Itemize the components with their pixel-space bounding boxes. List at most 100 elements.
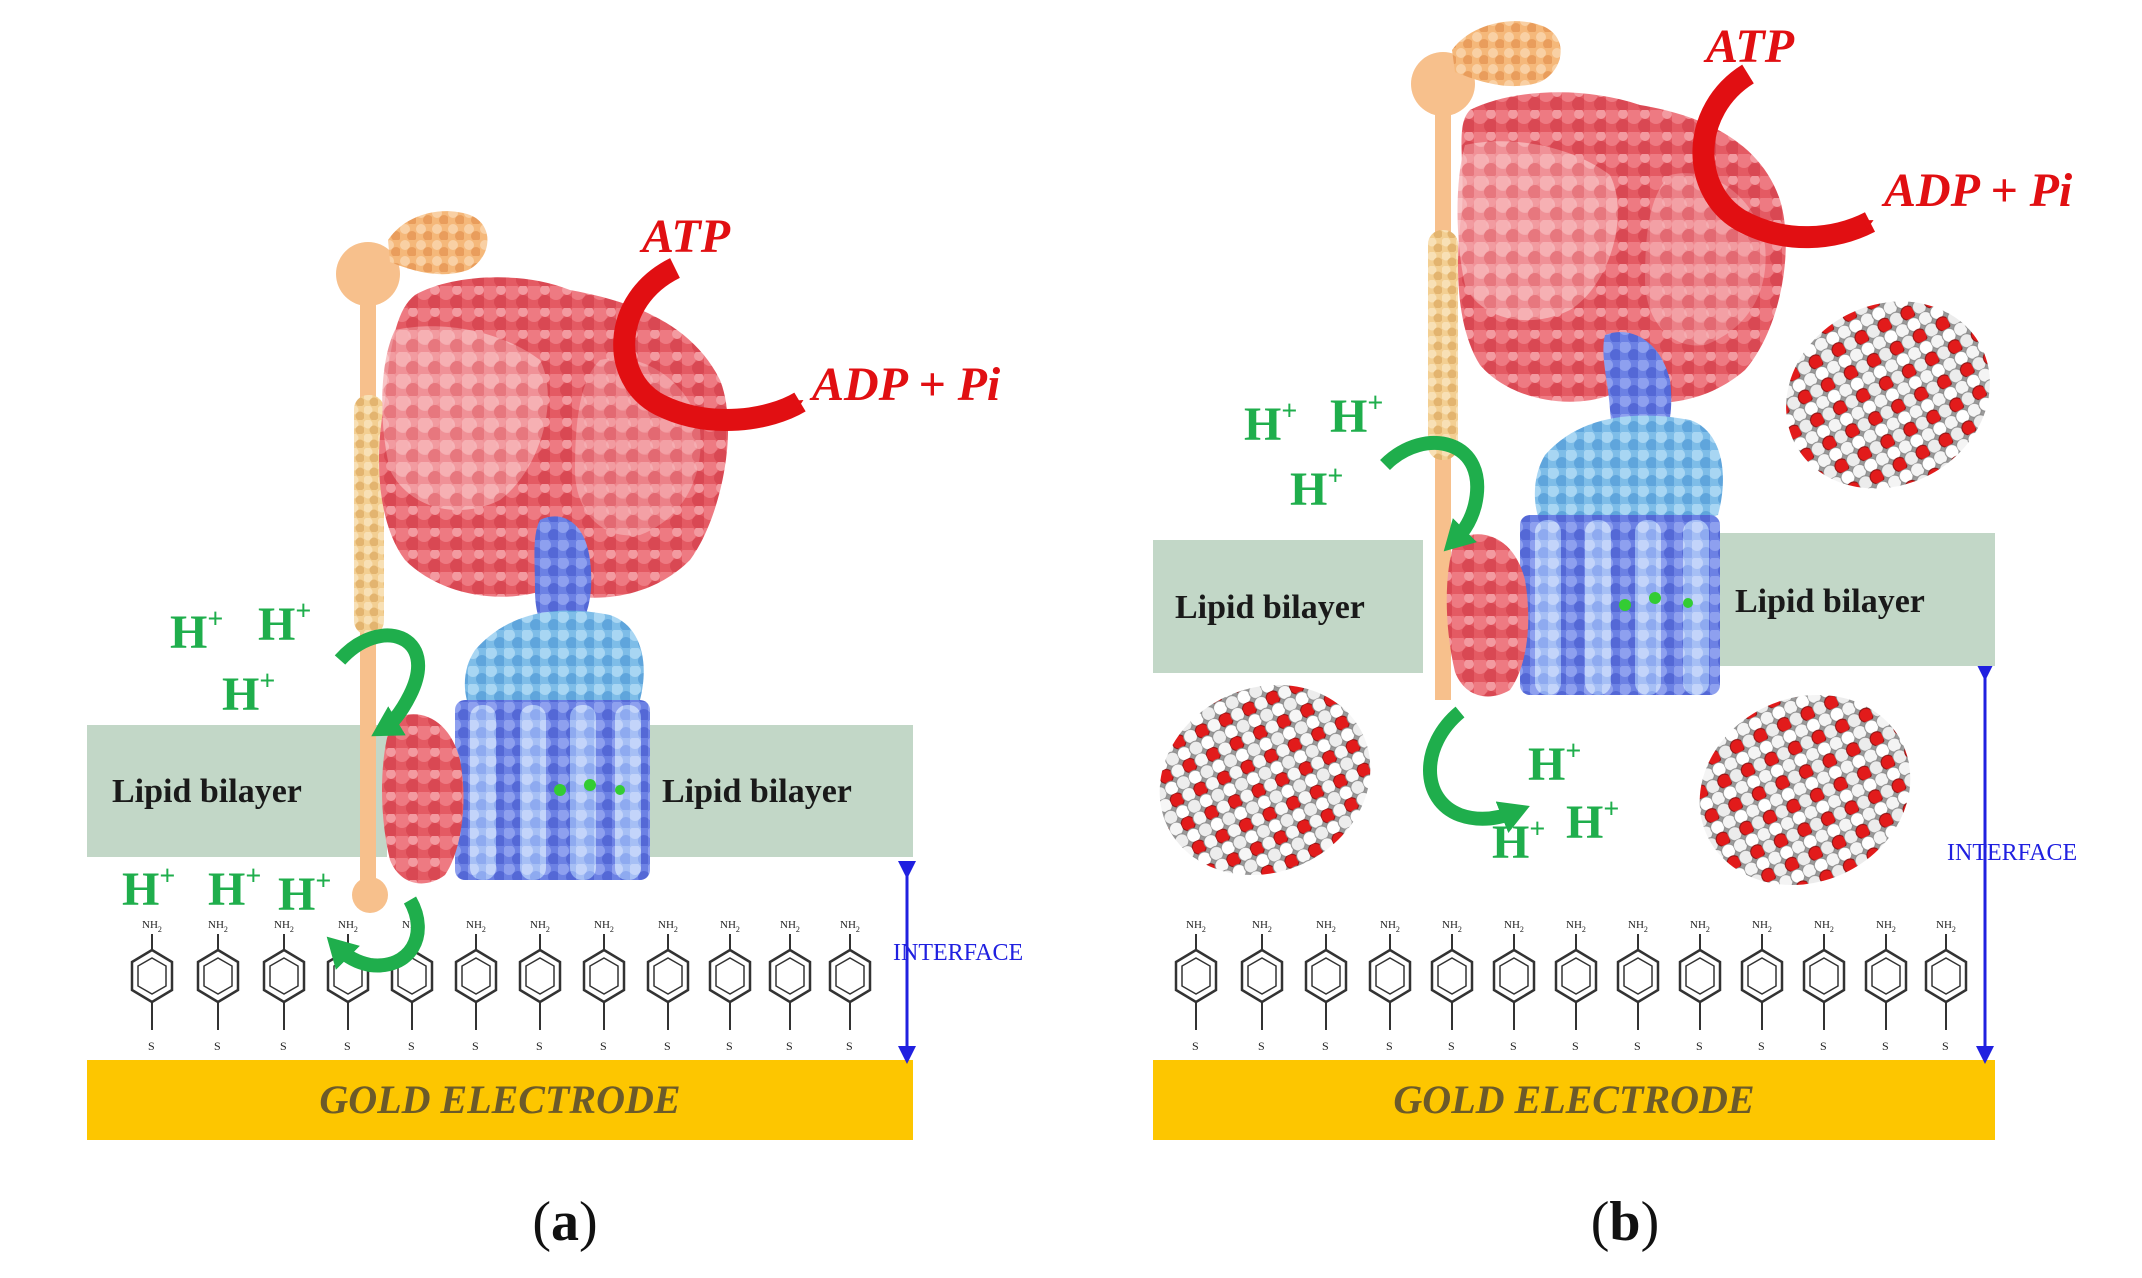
sam-molecule: NH2 S <box>196 919 240 1053</box>
interface-label: INTERFACE <box>1947 840 2077 866</box>
svg-text:S: S <box>846 1039 853 1053</box>
proton-label: H+ <box>1492 814 1545 869</box>
sam-layer: NH2 S NH2 S NH2 S <box>1174 919 1968 1053</box>
atp-arrow <box>1692 64 1876 249</box>
svg-text:NH2: NH2 <box>142 919 162 934</box>
svg-text:NH2: NH2 <box>1186 919 1206 934</box>
sam-molecule: NH2 S <box>582 919 626 1053</box>
sam-layer: NH2 S NH2 S NH2 S <box>130 919 872 1053</box>
proton-label: H+ <box>1244 396 1297 451</box>
svg-text:NH2: NH2 <box>658 919 678 934</box>
svg-text:S: S <box>280 1039 287 1053</box>
lipid-label-right: Lipid bilayer <box>662 773 852 810</box>
svg-text:S: S <box>1448 1039 1455 1053</box>
sam-molecule: NH2 S <box>646 919 690 1053</box>
sam-molecule: NH2 S <box>1864 919 1908 1053</box>
proton-label: H+ <box>208 861 261 916</box>
sam-molecule: NH2 S <box>1492 919 1536 1053</box>
atp-label: ATP <box>1703 20 1795 73</box>
proton-arrow-lower <box>1423 706 1530 833</box>
proton-arrow-upper <box>1380 435 1485 552</box>
panel-b: GOLD ELECTRODE NH2 S NH2 S NH2 <box>1153 20 2077 1253</box>
central-stalk <box>534 516 592 640</box>
svg-text:NH2: NH2 <box>1566 919 1586 934</box>
svg-text:NH2: NH2 <box>1442 919 1462 934</box>
svg-text:NH2: NH2 <box>466 919 486 934</box>
svg-text:S: S <box>1696 1039 1703 1053</box>
svg-text:NH2: NH2 <box>1814 919 1834 934</box>
svg-text:NH2: NH2 <box>1252 919 1272 934</box>
svg-text:NH2: NH2 <box>1316 919 1336 934</box>
svg-text:S: S <box>1758 1039 1765 1053</box>
proton-label: H+ <box>1566 794 1619 849</box>
gold-electrode <box>87 1060 913 1140</box>
interface-label: INTERFACE <box>893 940 1023 966</box>
adp-pi-label: ADP + Pi <box>809 358 1001 411</box>
svg-text:S: S <box>726 1039 733 1053</box>
svg-text:S: S <box>664 1039 671 1053</box>
svg-text:NH2: NH2 <box>530 919 550 934</box>
proton-label: H+ <box>1290 461 1343 516</box>
sam-molecule: NH2 S <box>130 919 174 1053</box>
svg-text:S: S <box>536 1039 543 1053</box>
sam-molecule: NH2 S <box>1740 919 1784 1053</box>
proton-arrow-upper <box>334 628 425 737</box>
gamma-subunit <box>464 610 644 712</box>
sam-molecule: NH2 S <box>1924 919 1968 1053</box>
sam-molecule: NH2 S <box>768 919 812 1053</box>
atp-label: ATP <box>639 210 731 263</box>
svg-text:S: S <box>214 1039 221 1053</box>
proton-label: H+ <box>278 866 331 921</box>
lipid-cluster <box>1699 694 1911 886</box>
svg-text:NH2: NH2 <box>594 919 614 934</box>
svg-text:NH2: NH2 <box>1504 919 1524 934</box>
svg-text:S: S <box>1258 1039 1265 1053</box>
svg-text:S: S <box>344 1039 351 1053</box>
sam-molecule: NH2 S <box>1368 919 1412 1053</box>
sam-molecule: NH2 S <box>1554 919 1598 1053</box>
sam-molecule: NH2 S <box>326 919 370 1053</box>
lipid-bilayer-left <box>1153 540 1423 673</box>
svg-text:S: S <box>408 1039 415 1053</box>
sam-molecule: NH2 S <box>1304 919 1348 1053</box>
sam-molecule: NH2 S <box>828 919 872 1053</box>
svg-text:S: S <box>1510 1039 1517 1053</box>
svg-text:NH2: NH2 <box>1380 919 1400 934</box>
proton-label: H+ <box>258 596 311 651</box>
lipid-label-right: Lipid bilayer <box>1735 583 1925 620</box>
lipid-cluster <box>1786 301 1990 489</box>
svg-text:NH2: NH2 <box>1628 919 1648 934</box>
svg-text:NH2: NH2 <box>1876 919 1896 934</box>
sam-molecule: NH2 S <box>1240 919 1284 1053</box>
sam-molecule: NH2 S <box>454 919 498 1053</box>
svg-text:S: S <box>1882 1039 1889 1053</box>
fo-ring <box>1520 515 1720 695</box>
svg-text:S: S <box>1634 1039 1641 1053</box>
svg-text:S: S <box>1386 1039 1393 1053</box>
sam-molecule: NH2 S <box>1616 919 1660 1053</box>
atp-arrow <box>613 258 806 431</box>
lipid-cluster <box>1159 684 1371 876</box>
svg-text:NH2: NH2 <box>208 919 228 934</box>
proton-label: H+ <box>1528 736 1581 791</box>
proton-label: H+ <box>122 861 175 916</box>
lipid-bilayer-right <box>630 725 913 857</box>
sam-molecule: NH2 S <box>518 919 562 1053</box>
lipid-bilayer-right <box>1720 533 1995 666</box>
stator-stalk <box>336 211 488 913</box>
lipid-bilayer-left <box>87 725 387 857</box>
sam-molecule: NH2 S <box>708 919 752 1053</box>
svg-text:S: S <box>472 1039 479 1053</box>
proton-arrow-lower <box>326 896 425 973</box>
panel-a: GOLD ELECTRODE NH2 S NH2 S NH2 <box>87 210 1023 1253</box>
a-subunit <box>382 714 464 884</box>
a-subunit <box>1446 534 1529 697</box>
proton-label: H+ <box>1330 388 1383 443</box>
svg-text:NH2: NH2 <box>840 919 860 934</box>
svg-text:NH2: NH2 <box>780 919 800 934</box>
svg-text:NH2: NH2 <box>1936 919 1956 934</box>
svg-text:NH2: NH2 <box>274 919 294 934</box>
svg-text:NH2: NH2 <box>1752 919 1772 934</box>
svg-text:S: S <box>1572 1039 1579 1053</box>
